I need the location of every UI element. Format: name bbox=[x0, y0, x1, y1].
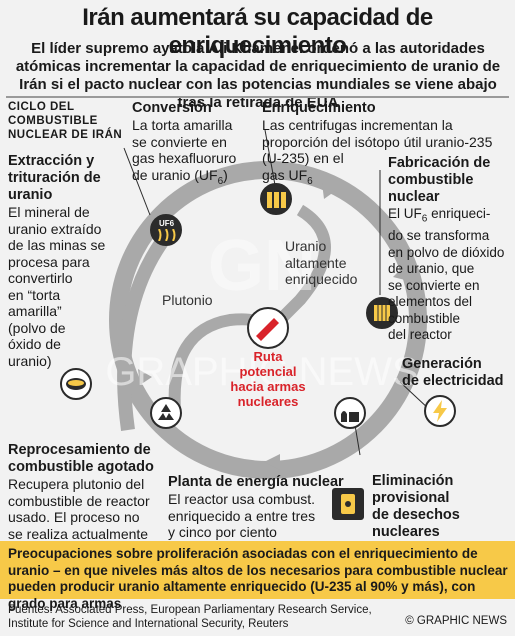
stage-enrichment: Enriquecimiento Las centrifugas incremen… bbox=[262, 100, 512, 190]
recycle-icon bbox=[158, 404, 174, 420]
reprocessing-title: Reprocesamiento de combustible agotado bbox=[8, 442, 154, 475]
heat-waves-icon bbox=[158, 229, 176, 241]
conversion-text: La torta amarilla se convierte en gas he… bbox=[132, 117, 237, 187]
power-plant-icon bbox=[341, 411, 359, 422]
weapons-route-label: Ruta potencial hacia armas nucleares bbox=[230, 349, 306, 409]
plutonium-label: Plutonio bbox=[162, 292, 213, 308]
electricity-node bbox=[424, 395, 456, 427]
enrichment-text: Las centrifugas incrementan la proporció… bbox=[262, 117, 493, 187]
stage-conversion: Conversión La torta amarilla se conviert… bbox=[132, 100, 257, 190]
stage-fabrication: Fabricación de combustible nuclear El UF… bbox=[388, 155, 513, 344]
sources: Fuentes: Associated Press, European Parl… bbox=[8, 604, 372, 630]
waste-barrel-icon bbox=[341, 494, 355, 514]
watermark-logo: GN bbox=[208, 226, 316, 306]
reprocessing-node bbox=[150, 397, 182, 429]
cycle-title: Ciclo del Combustible Nuclear de Irán bbox=[8, 101, 123, 141]
ring-arrow bbox=[138, 369, 152, 385]
ring-arrow bbox=[393, 265, 409, 281]
page-title: Irán aumentará su capacidad de enriqueci… bbox=[82, 4, 433, 59]
page-subtitle: El líder supremo ayatolá Ali Khamenei or… bbox=[15, 40, 501, 111]
missile-icon bbox=[256, 318, 279, 341]
conversion-node: UF6 bbox=[150, 214, 182, 246]
extraction-text: El mineral de uranio extraído de las min… bbox=[8, 204, 106, 369]
fabrication-text: El UF6 enriqueci- do se transforma en po… bbox=[388, 206, 505, 343]
stage-plant: Planta de energía nuclear El reactor usa… bbox=[168, 474, 368, 541]
highly-enriched-label: Uranio altamente enriquecido bbox=[285, 238, 358, 287]
stage-electricity: Generación de electricidad bbox=[402, 356, 504, 389]
plant-node bbox=[334, 397, 366, 429]
stage-extraction: Extracción y trituración de uranio El mi… bbox=[8, 153, 128, 369]
divider bbox=[6, 96, 509, 98]
conversion-title: Conversión bbox=[132, 100, 212, 116]
plant-title: Planta de energía nuclear bbox=[168, 474, 344, 490]
proliferation-note-box bbox=[0, 541, 515, 599]
fabrication-title: Fabricación de combustible nuclear bbox=[388, 155, 491, 205]
fuel-rods-icon bbox=[374, 305, 390, 321]
stage-reprocessing: Reprocesamiento de combustible agotado R… bbox=[8, 442, 173, 542]
extraction-node bbox=[60, 368, 92, 400]
cycle-ring bbox=[109, 161, 427, 479]
enrichment-node bbox=[260, 183, 292, 215]
uf6-icon-label: UF6 bbox=[159, 219, 175, 228]
credit: © GRAPHIC NEWS bbox=[405, 615, 507, 627]
plant-text: El reactor usa combust. enriquecido a en… bbox=[168, 491, 316, 540]
enrichment-title: Enriquecimiento bbox=[262, 100, 376, 116]
yellowcake-icon bbox=[66, 378, 86, 390]
ring-arrow bbox=[264, 454, 280, 470]
watermark-text: GRAPHIC NEWS bbox=[105, 350, 418, 394]
extraction-title: Extracción y trituración de uranio bbox=[8, 153, 101, 203]
reprocessing-text: Recupera plutonio del combustible de rea… bbox=[8, 476, 150, 542]
fabrication-node bbox=[366, 297, 398, 329]
centrifuge-icon bbox=[267, 192, 286, 208]
proliferation-note: Preocupaciones sobre proliferación asoci… bbox=[8, 546, 508, 611]
waste-node bbox=[332, 488, 364, 520]
lightning-icon bbox=[433, 400, 447, 422]
stage-waste: Eliminación provisional de desechos nucl… bbox=[372, 473, 460, 540]
ring-arrow bbox=[322, 183, 338, 199]
